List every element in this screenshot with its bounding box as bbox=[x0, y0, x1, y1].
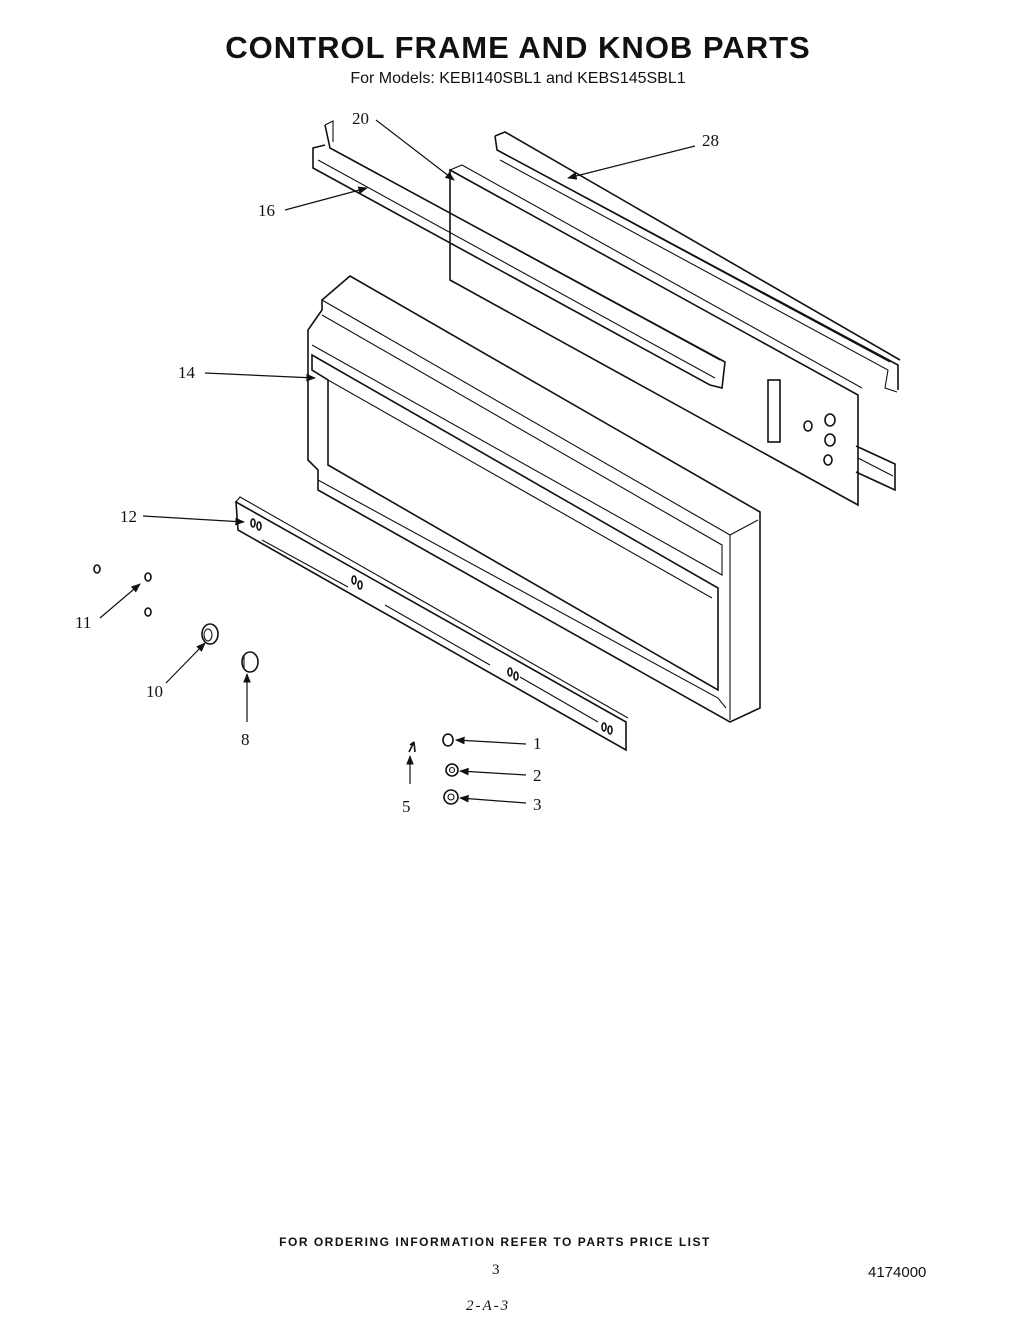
callout-1: 1 bbox=[533, 734, 542, 753]
callout-16: 16 bbox=[258, 201, 275, 220]
part-5-spring-clip bbox=[408, 741, 416, 753]
document-number: 4174000 bbox=[868, 1264, 927, 1281]
model-subtitle: For Models: KEBI140SBL1 and KEBS145SBL1 bbox=[350, 70, 686, 87]
part-1-knob-insert bbox=[442, 733, 454, 747]
part-20-control-panel bbox=[449, 164, 863, 507]
callout-5: 5 bbox=[402, 797, 411, 816]
part-3-washer bbox=[443, 789, 459, 805]
part-11-clips bbox=[93, 564, 152, 617]
part-10-knob bbox=[201, 623, 219, 645]
callout-20: 20 bbox=[352, 109, 369, 128]
leader-lines bbox=[99, 119, 696, 804]
part-28-trim-strip bbox=[494, 131, 901, 492]
page-number: 3 bbox=[492, 1262, 500, 1278]
callout-3: 3 bbox=[533, 795, 542, 814]
callout-28: 28 bbox=[702, 131, 719, 150]
part-16-support-bracket bbox=[312, 120, 726, 389]
part-2-washer bbox=[445, 763, 459, 777]
callout-11: 11 bbox=[75, 613, 91, 632]
callout-12: 12 bbox=[120, 507, 137, 526]
part-12-lower-trim bbox=[235, 496, 629, 752]
part-8-knob bbox=[241, 651, 259, 673]
callout-8: 8 bbox=[241, 730, 250, 749]
callout-14: 14 bbox=[178, 363, 196, 382]
callout-10: 10 bbox=[146, 682, 163, 701]
page-title: CONTROL FRAME AND KNOB PARTS bbox=[225, 30, 811, 65]
part-14-control-frame bbox=[307, 275, 761, 723]
callout-2: 2 bbox=[533, 766, 542, 785]
ordering-note: FOR ORDERING INFORMATION REFER TO PARTS … bbox=[279, 1235, 711, 1249]
handwritten-note: 2-A-3 bbox=[466, 1298, 511, 1314]
